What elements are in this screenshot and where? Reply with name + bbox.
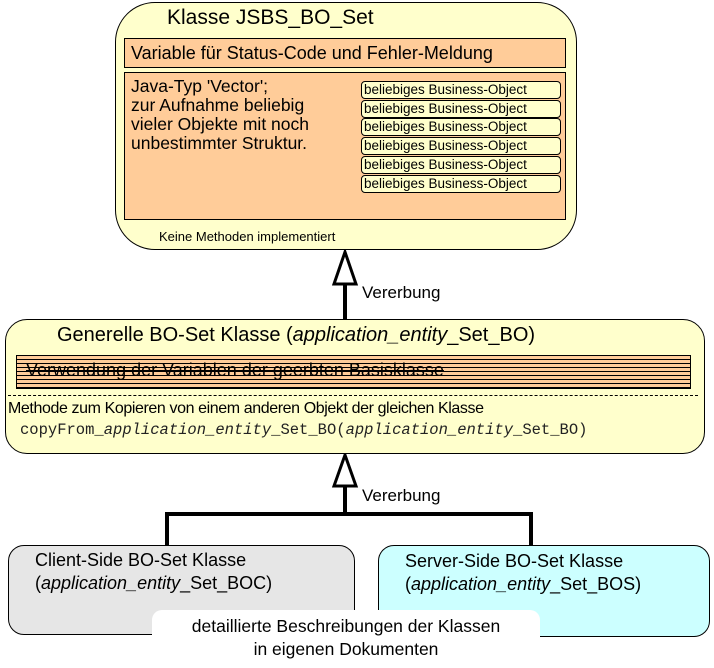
signature-part: copyFrom_ [20,421,104,439]
vector-description-line: vieler Objekte mit noch [131,114,309,134]
inherited-variables-text: Verwendung der Variablen der geerbten Ba… [26,360,444,380]
signature-part: _Set_BO( [271,421,346,439]
business-object-item: beliebiges Business-Object [361,81,561,99]
detail-note-line2: in eigenen Dokumenten [253,639,439,659]
signature-part: _Set_BO) [513,421,588,439]
business-object-item: beliebiges Business-Object [361,156,561,174]
vector-description: Java-Typ 'Vector'; zur Aufnahme beliebig… [131,77,361,153]
business-object-item: beliebiges Business-Object [361,118,561,136]
vector-description-line: unbestimmter Struktur. [131,133,308,153]
paren: ( [405,574,411,594]
business-object-item: beliebiges Business-Object [361,100,561,118]
title-italic: application_entity [292,324,448,346]
detail-note-line1: detaillierte Beschreibungen der Klassen [191,616,501,636]
base-class-title: Klasse JSBS_BO_Set [167,6,374,29]
client-class-title: Client-Side BO-Set Klasse (application_e… [35,549,272,595]
method-signature: copyFrom_application_entity_Set_BO(appli… [20,421,587,439]
inheritance-arrowhead-2 [331,450,359,488]
inheritance-label: Vererbung [362,486,441,505]
inheritance-label: Vererbung [362,283,441,302]
vector-description-line: Java-Typ 'Vector'; [131,76,269,96]
server-class-line1: Server-Side BO-Set Klasse [405,551,624,571]
class-suffix: _Set_BOC) [180,573,273,593]
business-object-item: beliebiges Business-Object [361,137,561,155]
vector-description-line: zur Aufnahme beliebig [131,95,305,115]
server-class-title: Server-Side BO-Set Klasse (application_e… [405,550,641,596]
detail-note-background [152,610,540,642]
business-object-item: beliebiges Business-Object [361,175,561,193]
detail-note: detaillierte Beschreibungen der Klassen … [140,615,552,661]
entity-italic: application_entity [41,573,181,593]
signature-part-italic: application_entity [345,421,514,439]
inherited-variables-bar [16,355,691,389]
title-prefix: Generelle BO-Set Klasse ( [57,324,293,346]
inheritance-arrowhead-1 [331,247,359,286]
title-suffix: _Set_BO) [447,324,536,346]
status-variable: Variable für Status-Code und Fehler-Meld… [124,38,566,68]
client-class-line1: Client-Side BO-Set Klasse [35,550,247,570]
section-divider [8,395,698,396]
methods-note: Keine Methoden implementiert [159,229,336,244]
entity-italic: application_entity [411,574,551,594]
signature-part-italic: application_entity [103,421,272,439]
general-class-title: Generelle BO-Set Klasse (application_ent… [57,324,535,347]
paren: ( [35,573,41,593]
class-suffix: _Set_BOS) [550,574,642,594]
method-description: Methode zum Kopieren von einem anderen O… [8,400,484,417]
